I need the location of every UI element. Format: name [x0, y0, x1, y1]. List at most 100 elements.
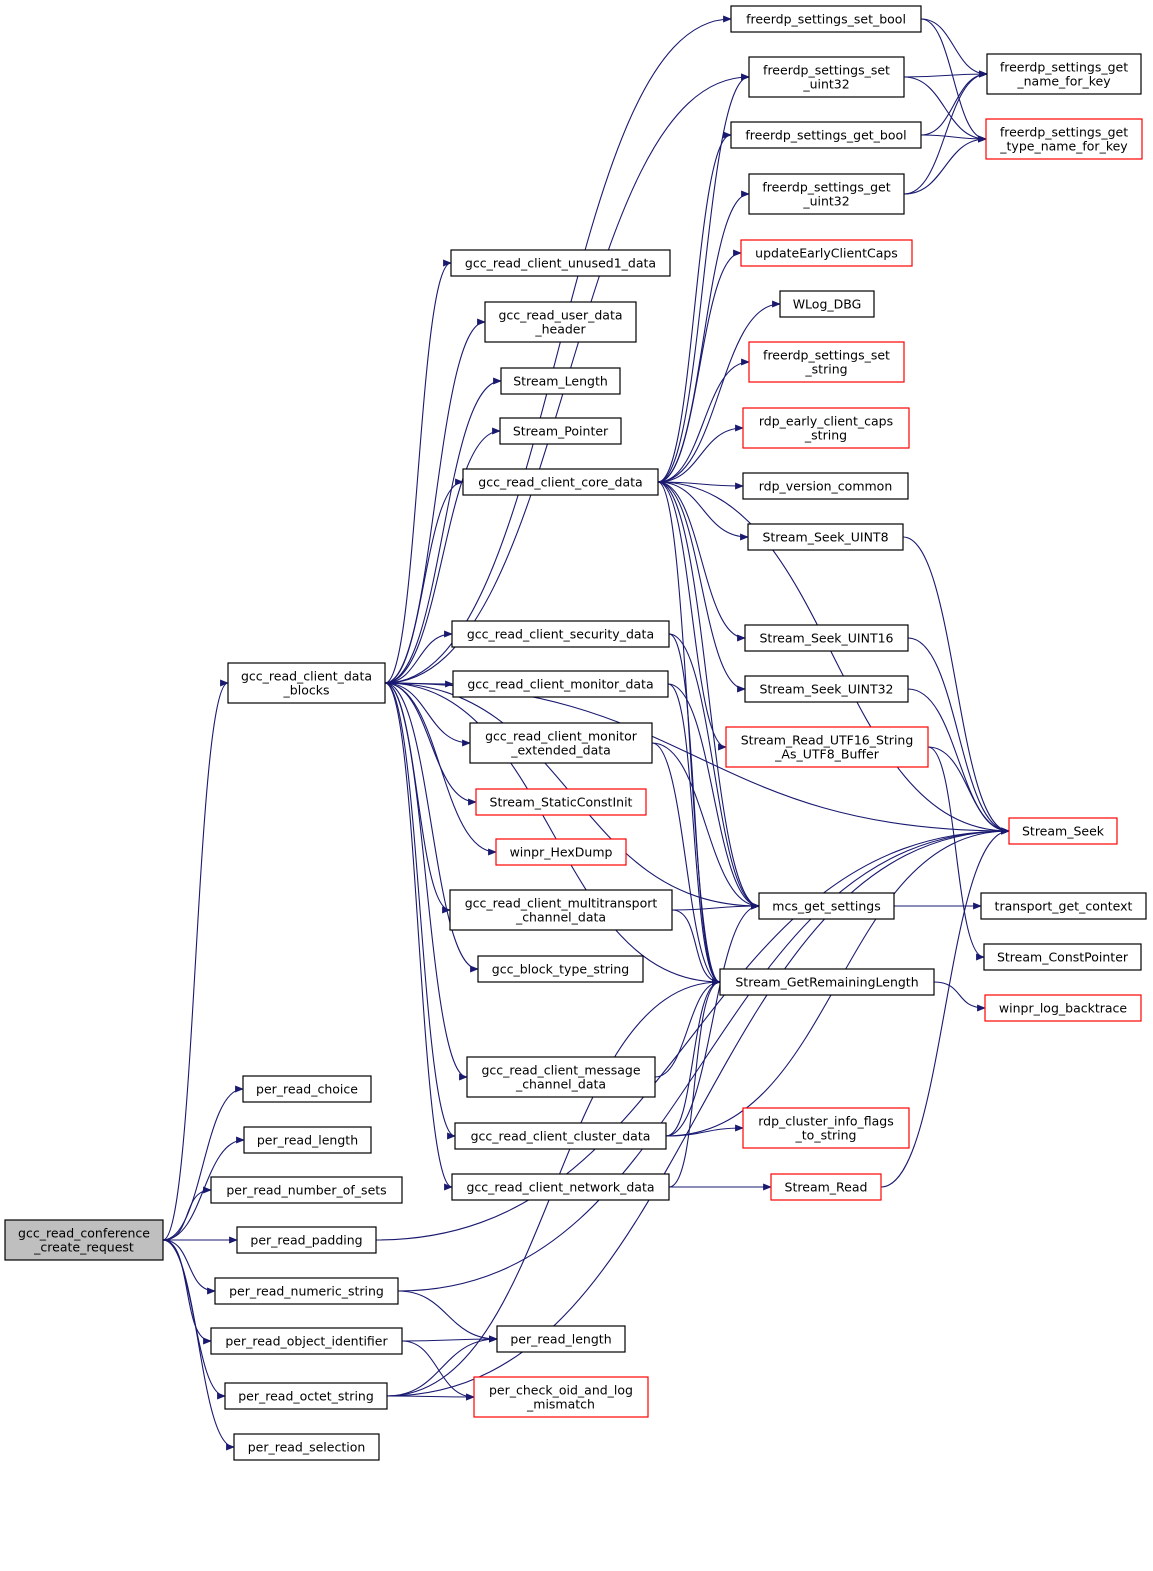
node-rcl[interactable]: rdp_cluster_info_flags_to_string [742, 1107, 910, 1149]
edge-core-to-seek [657, 481, 1010, 835]
node-label: _extended_data [510, 743, 611, 758]
node-label: _create_request [33, 1240, 134, 1255]
node-p-len-a[interactable]: per_read_length [243, 1126, 372, 1154]
node-label: per_read_padding [250, 1233, 362, 1248]
edge-set_bool-to-name_key [920, 18, 988, 78]
node-label: updateEarlyClientCaps [755, 246, 898, 261]
node-box [758, 892, 895, 920]
node-label: Stream_Seek_UINT32 [759, 682, 893, 697]
node-label: gcc_read_client_data [241, 669, 372, 684]
node-hex[interactable]: winpr_HexDump [495, 838, 627, 866]
node-label: Stream_Seek_UINT8 [762, 530, 888, 545]
node-label: Stream_StaticConstInit [490, 795, 633, 810]
node-seek8[interactable]: Stream_Seek_UINT8 [747, 523, 904, 551]
node-get-u32[interactable]: freerdp_settings_get_uint32 [748, 173, 905, 215]
node-label: freerdp_settings_set [763, 63, 890, 78]
node-box [450, 249, 671, 277]
node-name-key[interactable]: freerdp_settings_get_name_for_key [986, 53, 1142, 95]
node-label: gcc_read_client_security_data [467, 627, 654, 642]
node-label: _string [804, 362, 847, 377]
node-box [740, 239, 913, 267]
node-label: _channel_data [515, 1077, 606, 1092]
node-wlb[interactable]: winpr_log_backtrace [984, 994, 1142, 1022]
node-utf16[interactable]: Stream_Read_UTF16_String_As_UTF8_Buffer [725, 726, 929, 768]
node-unused1[interactable]: gcc_read_client_unused1_data [450, 249, 671, 277]
edge-blocks-to-monx [384, 682, 471, 747]
node-btype[interactable]: gcc_block_type_string [477, 955, 644, 983]
node-blocks[interactable]: gcc_read_client_data_blocks [227, 662, 386, 704]
node-net[interactable]: gcc_read_client_network_data [451, 1173, 670, 1201]
node-rver[interactable]: rdp_version_common [742, 472, 909, 500]
node-set-u32[interactable]: freerdp_settings_set_uint32 [748, 56, 905, 98]
node-seek16[interactable]: Stream_Seek_UINT16 [744, 624, 909, 652]
node-label: Stream_Seek_UINT16 [759, 631, 893, 646]
node-box [473, 1376, 649, 1418]
node-tctx[interactable]: transport_get_context [980, 892, 1147, 920]
node-box [210, 1327, 403, 1355]
node-box [983, 943, 1142, 971]
node-p-len-b[interactable]: per_read_length [496, 1325, 626, 1353]
node-box [454, 1122, 667, 1150]
edge-net-to-grl [668, 978, 721, 1188]
node-monx[interactable]: gcc_read_client_monitor_extended_data [469, 722, 653, 764]
node-udh[interactable]: gcc_read_user_data_header [484, 301, 637, 343]
node-early[interactable]: rdp_early_client_caps_string [742, 407, 910, 449]
node-set-str[interactable]: freerdp_settings_set_string [748, 341, 905, 383]
node-seek32[interactable]: Stream_Seek_UINT32 [744, 675, 909, 703]
node-p-num[interactable]: per_read_numeric_string [214, 1277, 399, 1305]
node-p-nsets[interactable]: per_read_number_of_sets [210, 1176, 403, 1204]
node-label: per_read_length [257, 1133, 358, 1148]
node-label: transport_get_context [995, 899, 1133, 914]
node-s-len[interactable]: Stream_Length [500, 367, 621, 395]
node-cptr[interactable]: Stream_ConstPointer [983, 943, 1142, 971]
node-sread[interactable]: Stream_Read [770, 1173, 882, 1201]
edge-utf16-to-cptr [927, 746, 985, 961]
edge-msgch-to-grl [654, 978, 721, 1078]
edge-set_bool-to-type_key [920, 18, 987, 143]
edge-get_bool-to-type_key [920, 134, 987, 143]
node-box [233, 1433, 380, 1461]
node-seek[interactable]: Stream_Seek [1008, 817, 1118, 845]
node-label: per_read_length [510, 1332, 611, 1347]
node-upd[interactable]: updateEarlyClientCaps [740, 239, 913, 267]
node-set-bool[interactable]: freerdp_settings_set_bool [730, 5, 922, 33]
node-msgch[interactable]: gcc_read_client_message_channel_data [466, 1056, 656, 1098]
edge-blocks-to-grl [384, 682, 721, 986]
node-box [986, 53, 1142, 95]
node-label: mcs_get_settings [772, 899, 880, 914]
node-get-bool[interactable]: freerdp_settings_get_bool [730, 121, 922, 149]
node-type-key[interactable]: freerdp_settings_get_type_name_for_key [985, 118, 1143, 160]
node-core[interactable]: gcc_read_client_core_data [462, 468, 659, 496]
node-sci[interactable]: Stream_StaticConstInit [475, 788, 647, 816]
edge-grl-to-wlb [933, 981, 986, 1012]
node-p-chk[interactable]: per_check_oid_and_log_mismatch [473, 1376, 649, 1418]
node-s-ptr[interactable]: Stream_Pointer [499, 417, 622, 445]
node-mon[interactable]: gcc_read_client_monitor_data [452, 670, 669, 698]
node-label: gcc_read_client_monitor [485, 729, 638, 744]
edge-multi-to-mcs [671, 902, 760, 911]
function-nodes: gcc_read_conference_create_request gcc_re… [4, 5, 1147, 1461]
node-grl[interactable]: Stream_GetRemainingLength [719, 968, 935, 996]
node-p-choice[interactable]: per_read_choice [242, 1075, 372, 1103]
node-sec[interactable]: gcc_read_client_security_data [451, 620, 670, 648]
node-label: _blocks [283, 683, 330, 698]
edge-core-to-upd [657, 249, 742, 483]
node-label: gcc_read_client_cluster_data [471, 1129, 651, 1144]
node-label: freerdp_settings_set_bool [746, 12, 906, 27]
node-clus[interactable]: gcc_read_client_cluster_data [454, 1122, 667, 1150]
node-label: Stream_Seek [1022, 824, 1105, 839]
edge-p_oct-to-p_len_b [386, 1335, 498, 1397]
edge-monx-to-mcs [651, 742, 760, 910]
node-p-sel[interactable]: per_read_selection [233, 1433, 380, 1461]
node-wlog[interactable]: WLog_DBG [779, 290, 875, 318]
node-mcs[interactable]: mcs_get_settings [758, 892, 895, 920]
node-p-oid[interactable]: per_read_object_identifier [210, 1327, 403, 1355]
edge-root-to-p_sel [162, 1239, 235, 1451]
edge-p_oid-to-p_chk [401, 1340, 475, 1401]
node-p-pad[interactable]: per_read_padding [236, 1226, 377, 1254]
node-p-oct[interactable]: per_read_octet_string [224, 1382, 388, 1410]
edge-p_num-to-p_len_b [397, 1290, 498, 1343]
node-multi[interactable]: gcc_read_client_multitransport_channel_d… [449, 889, 673, 931]
node-root[interactable]: gcc_read_conference_create_request [4, 1219, 164, 1261]
